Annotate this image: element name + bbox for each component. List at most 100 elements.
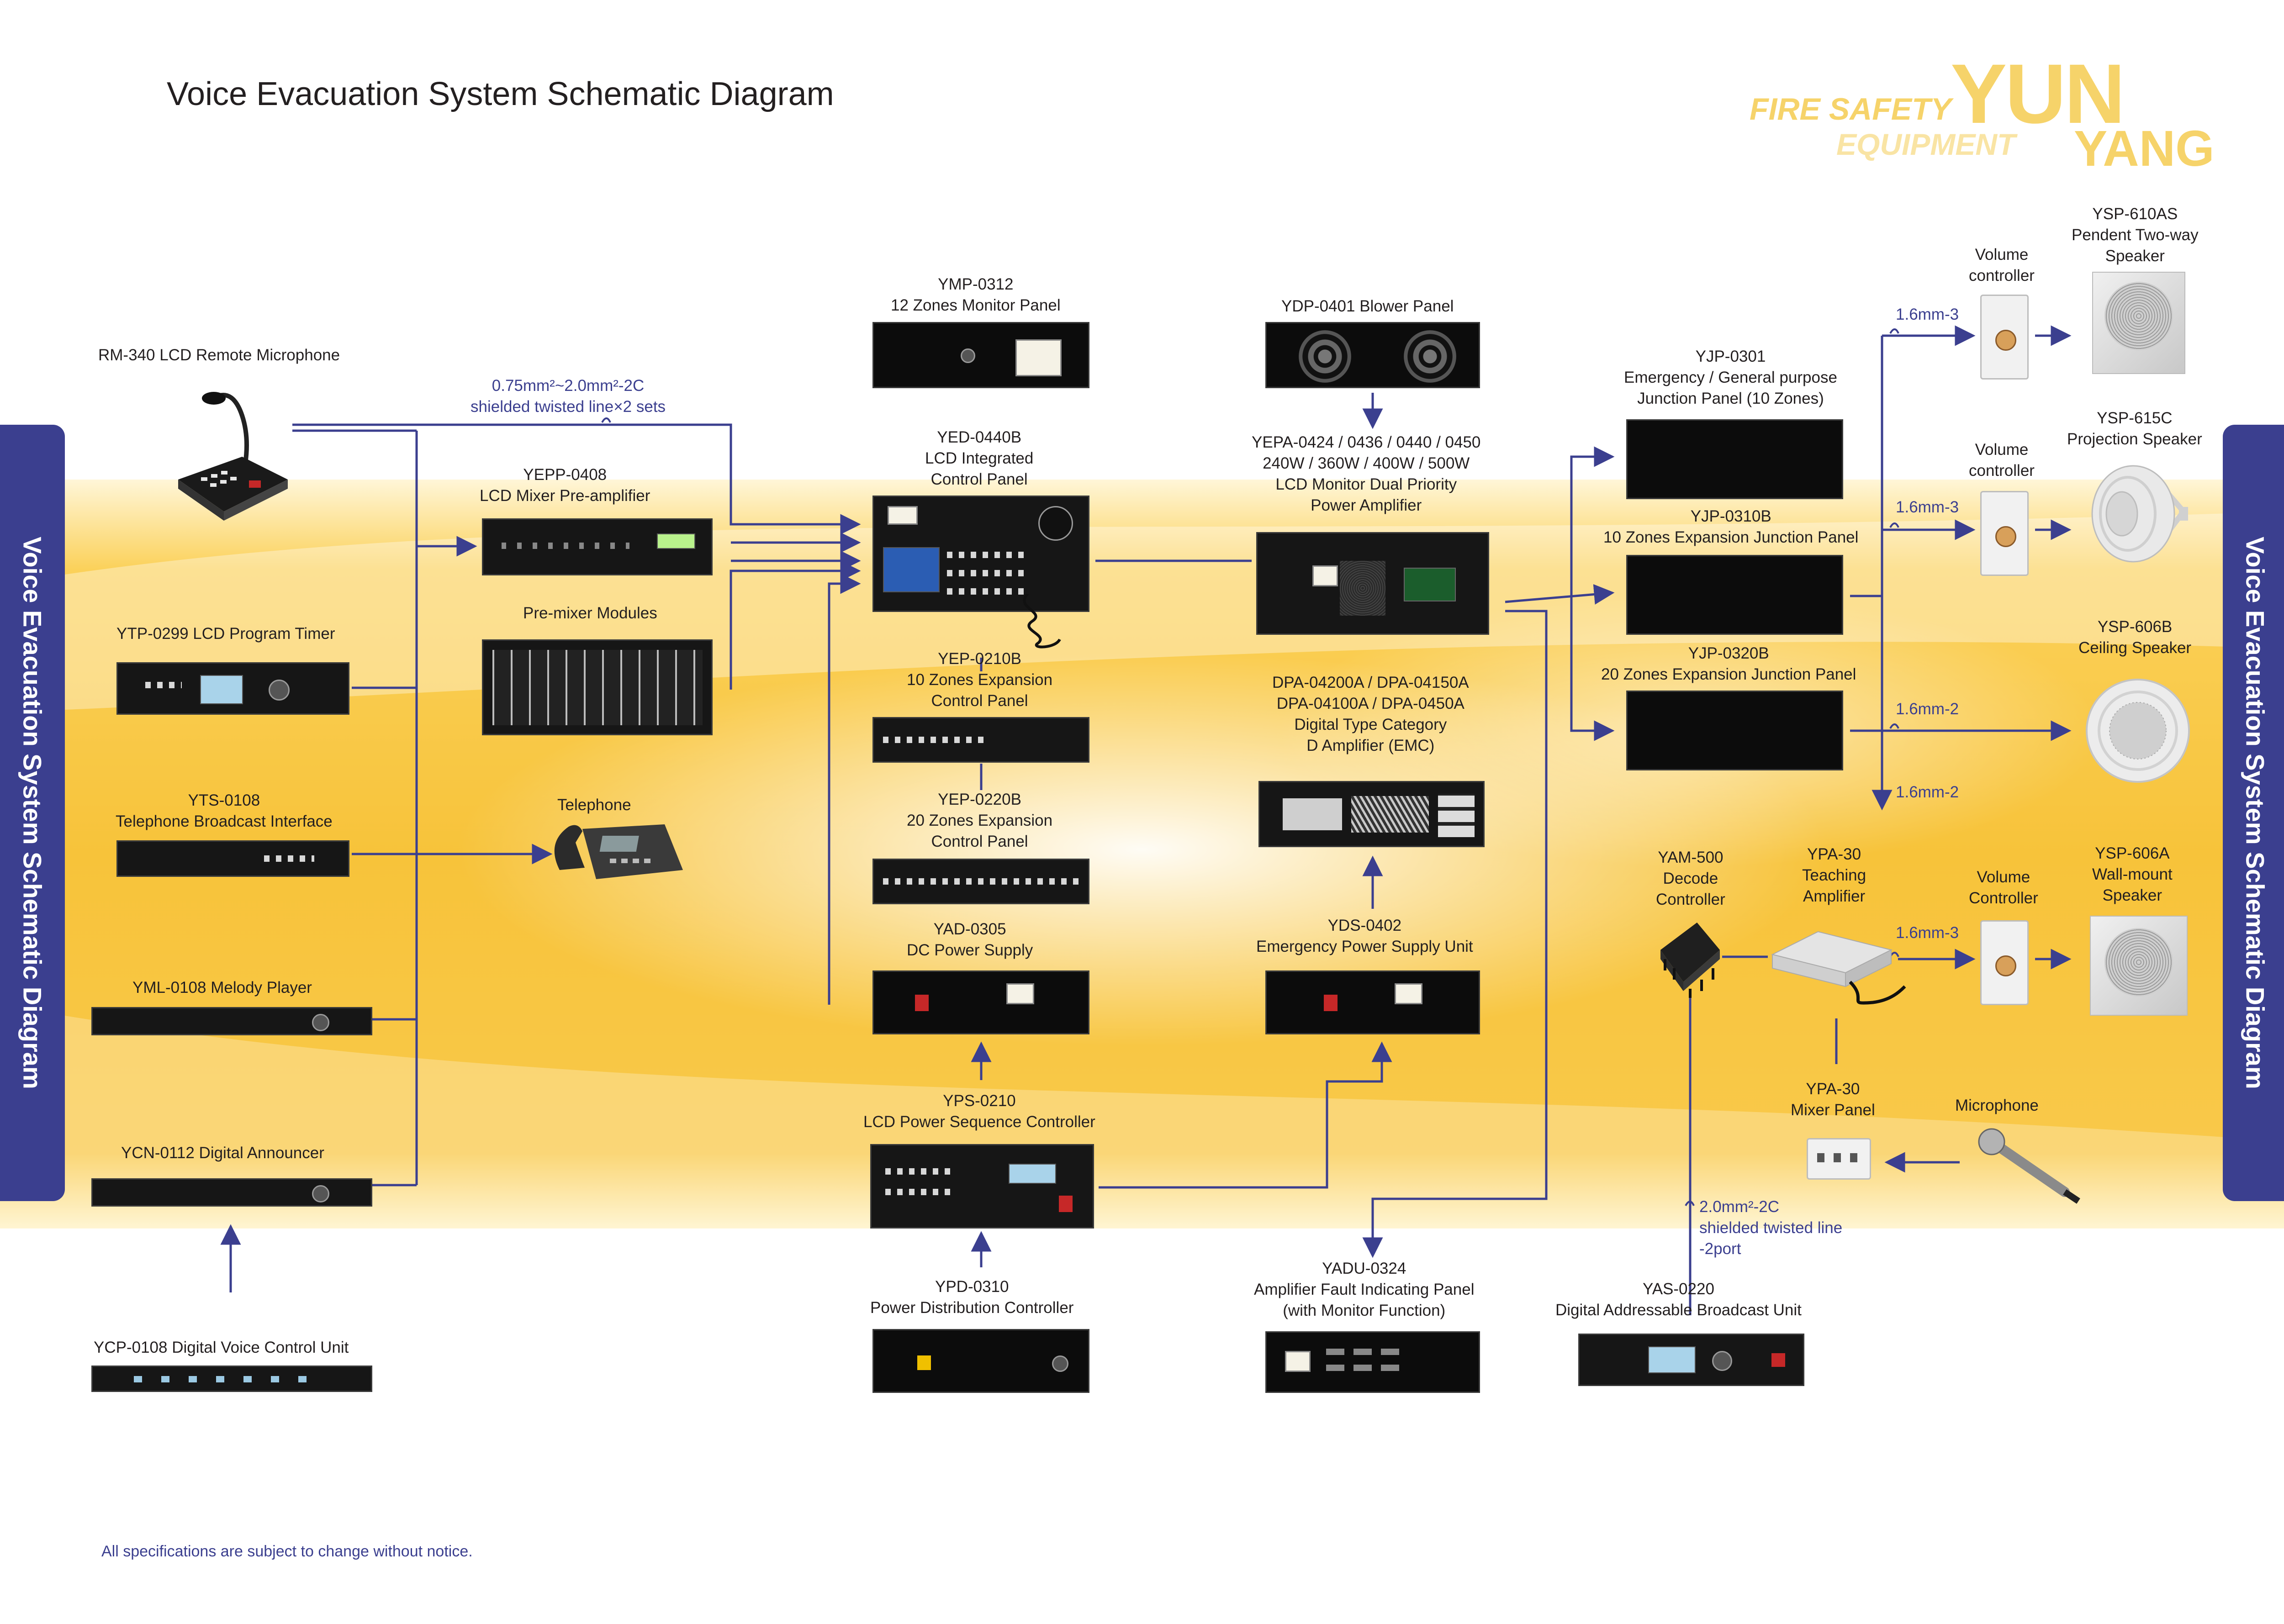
ypa30-teaching-line2: Amplifier	[1803, 887, 1866, 905]
ysp615c-label: YSP-615C Projection Speaker	[2067, 408, 2202, 450]
ypa30-teaching-model: YPA-30	[1807, 845, 1861, 863]
yjp0301-label: YJP-0301 Emergency / General purpose Jun…	[1624, 346, 1837, 409]
yml0108-label: YML-0108 Melody Player	[132, 979, 312, 997]
ytp0299-label: YTP-0299 LCD Program Timer	[116, 625, 335, 643]
ysp606a-model: YSP-606A	[2095, 844, 2170, 862]
ypd0310-model: YPD-0310	[935, 1278, 1009, 1296]
ysp606b-name: Ceiling Speaker	[2078, 639, 2192, 657]
ysp610as-line1: Pendent Two-way	[2072, 226, 2199, 244]
yps0210-name: LCD Power Sequence Controller	[863, 1113, 1095, 1131]
yam500-line1: Decode	[1663, 870, 1718, 887]
ypa30-mixer-panel-plate	[1807, 1138, 1871, 1180]
logo-line2: EQUIPMENT	[1836, 127, 2016, 161]
ysp606b-model: YSP-606B	[2097, 618, 2173, 636]
rm340-label: RM-340 LCD Remote Microphone	[98, 346, 340, 364]
ysp610as-model: YSP-610AS	[2092, 205, 2178, 223]
yepa-power-amplifier	[1256, 532, 1489, 635]
yjp0310b-model: YJP-0310B	[1690, 507, 1771, 525]
yed0440b-integrated-control-panel	[872, 496, 1089, 612]
page-title: Voice Evacuation System Schematic Diagra…	[167, 76, 834, 112]
yam500-decode-controller-icon	[1660, 923, 1720, 998]
yepp0408-mixer-preamp-unit	[482, 518, 713, 575]
yam500-model: YAM-500	[1658, 849, 1724, 866]
yps0210-power-sequence-controller	[870, 1144, 1094, 1229]
yad0305-model: YAD-0305	[933, 920, 1006, 938]
yjp0310b-label: YJP-0310B 10 Zones Expansion Junction Pa…	[1603, 506, 1858, 548]
hand-microphone-cord-icon	[1023, 594, 1061, 649]
yadu0324-label: YADU-0324 Amplifier Fault Indicating Pan…	[1254, 1258, 1474, 1321]
yas0220-label: YAS-0220 Digital Addressable Broadcast U…	[1555, 1279, 1802, 1321]
cable-label-1: 1.6mm-3	[1896, 306, 1959, 323]
main-cable-spec: 0.75mm²~2.0mm²-2C	[492, 377, 645, 395]
cable-label-2: 1.6mm-3	[1896, 498, 1959, 516]
side-label-left-text: Voice Evacuation System Schematic Diagra…	[18, 537, 47, 1089]
ysp615c-name: Projection Speaker	[2067, 430, 2202, 448]
ypa30-teaching-amplifier-icon	[1771, 931, 1906, 1005]
yps0210-model: YPS-0210	[943, 1092, 1016, 1110]
yep0210b-line1: 10 Zones Expansion	[907, 671, 1053, 689]
vol3-line2: Controller	[1969, 889, 2038, 907]
yed0440b-line1: LCD Integrated	[925, 449, 1034, 467]
vol2-line1: Volume	[1975, 441, 2029, 459]
volume-knob-1	[1995, 329, 2016, 351]
yepa-label: YEPA-0424 / 0436 / 0440 / 0450 240W / 36…	[1252, 432, 1480, 516]
premixer-modules-rack	[482, 639, 713, 735]
yepp0408-model: YEPP-0408	[523, 466, 607, 484]
ysp606a-wall-mount-speaker	[2090, 916, 2188, 1016]
ycn0112-label: YCN-0112 Digital Announcer	[121, 1144, 324, 1162]
yas0220-model: YAS-0220	[1642, 1280, 1714, 1298]
yjp0310b-expansion-junction-panel	[1626, 555, 1843, 635]
yed0440b-label: YED-0440B LCD Integrated Control Panel	[925, 427, 1033, 490]
ysp606b-ceiling-speaker-icon	[2086, 679, 2190, 783]
volume-controller-3	[1980, 920, 2029, 1005]
ypa30-mixer-label: YPA-30 Mixer Panel	[1791, 1079, 1875, 1121]
ysp615c-model: YSP-615C	[2097, 409, 2173, 427]
side-label-right-text: Voice Evacuation System Schematic Diagra…	[2241, 537, 2270, 1089]
yadu0324-fault-indicating-panel	[1265, 1331, 1480, 1393]
dpa-line1: DPA-04200A / DPA-04150A	[1272, 674, 1469, 691]
cable-label-4: 1.6mm-2	[1896, 783, 1959, 801]
yep0210b-label: YEP-0210B 10 Zones Expansion Control Pan…	[907, 649, 1052, 712]
yjp0320b-name: 20 Zones Expansion Junction Panel	[1601, 665, 1856, 683]
ysp610as-pendent-speaker	[2092, 272, 2185, 374]
footnote: All specifications are subject to change…	[101, 1543, 473, 1560]
ydp0401-label: YDP-0401 Blower Panel	[1281, 297, 1454, 315]
yad0305-label: YAD-0305 DC Power Supply	[907, 919, 1033, 961]
yml0108-melody-player-unit	[91, 1007, 372, 1035]
yts0108-telephone-interface-unit	[116, 840, 349, 877]
ysp615c-projection-speaker-icon	[2091, 465, 2188, 563]
ycp0108-voice-control-unit	[91, 1366, 372, 1392]
logo-line1: FIRE SAFETY	[1750, 92, 1952, 127]
yjp0301-line2: Junction Panel (10 Zones)	[1637, 390, 1824, 407]
ypd0310-power-distribution-controller	[872, 1329, 1089, 1393]
yep0210b-expansion-control-panel	[872, 717, 1089, 763]
yep0210b-model: YEP-0210B	[938, 650, 1021, 668]
yep0220b-model: YEP-0220B	[938, 791, 1021, 808]
ymp0312-name: 12 Zones Monitor Panel	[891, 296, 1061, 314]
main-cable-note: 0.75mm²~2.0mm²-2C shielded twisted line×…	[471, 375, 666, 417]
yas-cable-desc: shielded twisted line	[1699, 1219, 1843, 1237]
yjp0320b-label: YJP-0320B 20 Zones Expansion Junction Pa…	[1601, 643, 1856, 685]
side-label-right: Voice Evacuation System Schematic Diagra…	[2223, 425, 2284, 1201]
yts0108-name: Telephone Broadcast Interface	[116, 812, 333, 830]
yds0402-model: YDS-0402	[1327, 917, 1402, 934]
ycn0112-digital-announcer-unit	[91, 1178, 372, 1207]
ypa30-teaching-label: YPA-30 Teaching Amplifier	[1802, 844, 1866, 907]
yepp0408-name: LCD Mixer Pre-amplifier	[480, 487, 650, 505]
yds0402-name: Emergency Power Supply Unit	[1256, 938, 1473, 955]
vol1-line2: controller	[1969, 267, 2035, 285]
dpa-digital-amplifier	[1258, 781, 1485, 847]
ysp606b-label: YSP-606B Ceiling Speaker	[2078, 617, 2191, 659]
vol1-line1: Volume	[1975, 246, 2029, 264]
ymp0312-label: YMP-0312 12 Zones Monitor Panel	[891, 274, 1061, 316]
vol2-label: Volume controller	[1969, 439, 2035, 481]
yad0305-dc-power-supply	[872, 970, 1089, 1034]
ysp610as-line2: Speaker	[2105, 247, 2165, 265]
yjp0310b-name: 10 Zones Expansion Junction Panel	[1603, 528, 1859, 546]
yam500-label: YAM-500 Decode Controller	[1656, 847, 1725, 910]
ymp0312-model: YMP-0312	[938, 275, 1014, 293]
ypa30-teaching-line1: Teaching	[1802, 866, 1866, 884]
yjp0320b-expansion-junction-panel	[1626, 691, 1843, 770]
